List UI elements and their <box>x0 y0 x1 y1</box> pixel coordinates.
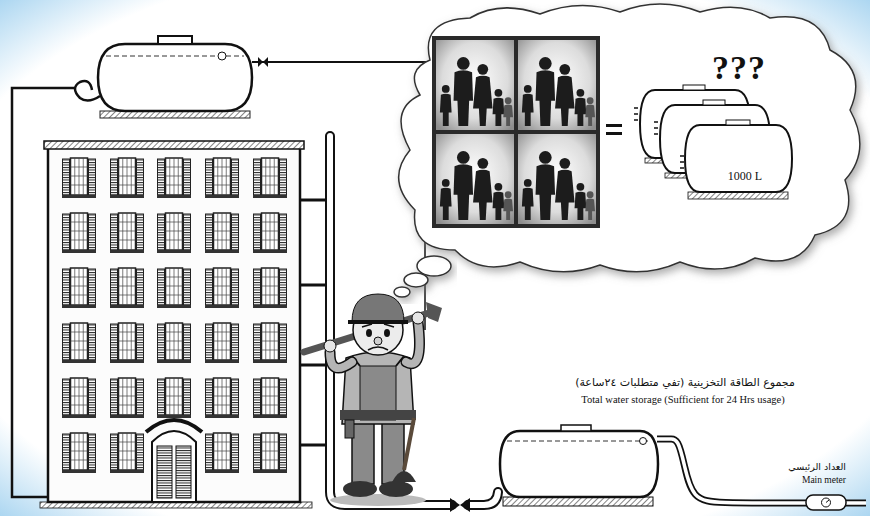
water-pipe <box>670 439 780 503</box>
storage-tank: مجموع الطاقة التخزينية (تفي متطلبات ٢٤سا… <box>495 425 670 512</box>
thought-cloud-drawing <box>399 4 860 272</box>
arabic-caption: مجموع الطاقة التخزينية (تفي متطلبات ٢٤سا… <box>535 377 835 390</box>
storage-tank-outline <box>495 425 670 512</box>
entrance-door <box>146 420 202 502</box>
thought-cloud: ??? 1000 L <box>388 2 868 278</box>
window <box>62 158 287 473</box>
storage-tank-outline <box>680 120 795 205</box>
thought-cloud-outline <box>388 2 868 278</box>
thought-bubbles <box>394 256 451 297</box>
plumber-figure <box>304 294 442 506</box>
pipe-outline <box>670 439 780 503</box>
water-meter: العداد الرئيسيMain meter <box>780 462 866 512</box>
tank-capacity: 1000 L <box>710 170 780 184</box>
arabic-label: العداد الرئيسي <box>756 462 846 473</box>
storage-tank: 1000 L <box>680 120 795 205</box>
storage-tank-drawing <box>500 425 670 506</box>
roof-tank <box>98 36 252 118</box>
storage-tank-drawing <box>680 120 792 199</box>
english-caption: Total water storage (Sufficient for 24 H… <box>533 394 833 406</box>
question-marks: ??? <box>684 48 794 87</box>
water-meter-drawing <box>780 495 866 510</box>
apartment-building <box>44 141 304 502</box>
english-label: Main meter <box>756 475 846 486</box>
pipe-bore <box>670 439 780 503</box>
